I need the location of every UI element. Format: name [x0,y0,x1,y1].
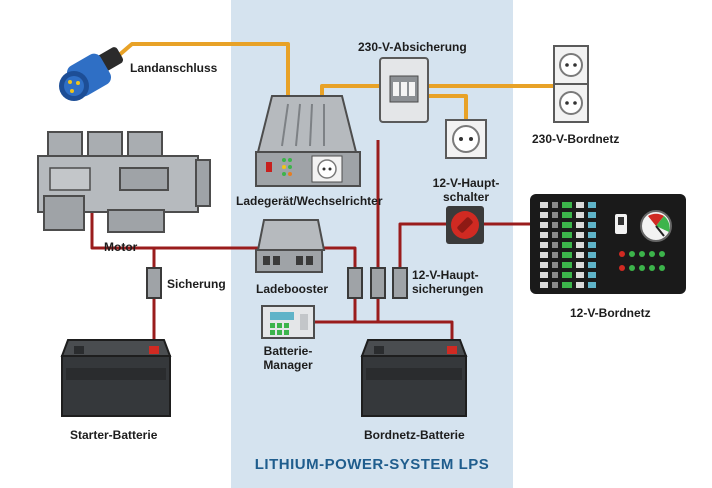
diagram-title: LITHIUM-POWER-SYSTEM LPS [254,456,490,473]
panel-switch-segment [576,242,584,248]
socket-230v-icon [445,119,487,159]
label-ladegeraet: Ladegerät/Wechselrichter [236,194,383,208]
panel-switch-segment [552,282,558,288]
fuse-box-230v-icon [379,57,429,123]
panel-switch-segment [552,232,558,238]
panel-switch-segment [552,252,558,258]
label-230v-absicherung: 230-V-Absicherung [358,40,467,54]
panel-switch-segment [540,222,548,228]
fuse-icon [146,267,162,299]
panel-switch-segment [576,232,584,238]
wires-230v [116,42,556,120]
label-sicherung: Sicherung [167,277,226,291]
panel-switch-segment [588,202,596,208]
panel-switch-segment [540,272,548,278]
panel-switch-segment [588,252,596,258]
label-12v-bordnetz: 12-V-Bordnetz [570,306,651,320]
panel-switch-segment [552,212,558,218]
label-hauptsicherungen-line2: sicherungen [412,282,484,296]
panel-switch-segment [588,232,596,238]
panel-switch-segment [540,202,548,208]
label-motor: Motor [104,240,138,254]
switch-panel-12v-icon [530,194,686,294]
panel-switch-segment [552,202,558,208]
panel-switch-segment [576,262,584,268]
panel-switch-segment [552,222,558,228]
panel-switch-segment [576,222,584,228]
label-bordnetz-batterie: Bordnetz-Batterie [364,428,465,442]
panel-switch-segment [588,282,596,288]
starter-battery-icon [60,339,172,417]
panel-switch-segment [562,202,572,208]
panel-switch-segment [562,212,572,218]
label-landanschluss: Landanschluss [130,61,218,75]
label-hauptschalter-line1: 12-V-Haupt- [432,176,500,190]
panel-switch-segment [552,262,558,268]
shore-power-plug-icon [59,47,124,101]
label-230v-bordnetz: 230-V-Bordnetz [532,132,620,146]
panel-switch-segment [540,252,548,258]
charger-inverter-icon [255,95,361,187]
panel-switch-segment [562,242,572,248]
panel-switch-segment [562,282,572,288]
panel-switch-segment [540,212,548,218]
panel-switch-segment [588,262,596,268]
wires-12v [90,140,532,354]
main-fuses-12v-icon [347,267,408,299]
label-ladebooster: Ladebooster [256,282,329,296]
panel-switch-segment [588,242,596,248]
panel-switch-segment [576,252,584,258]
panel-switch-segment [576,282,584,288]
panel-switch-segment [562,232,572,238]
label-starter-batterie: Starter-Batterie [70,428,158,442]
label-batteriemanager-line1: Batterie- [263,344,313,358]
panel-switch-segment [540,282,548,288]
panel-switch-segment [540,232,548,238]
panel-switch-segment [588,212,596,218]
panel-switch-segment [576,272,584,278]
panel-switch-segment [588,272,596,278]
battery-manager-icon [261,305,315,339]
panel-switch-segment [576,212,584,218]
panel-switch-segment [540,262,548,268]
house-battery-icon [360,339,468,417]
panel-switch-segment [552,242,558,248]
label-hauptschalter-line2: schalter [442,190,490,204]
panel-switch-segment [552,272,558,278]
socket-230v-bordnetz-icon [553,45,589,123]
label-hauptsicherungen-line1: 12-V-Haupt- [412,268,479,282]
charge-booster-icon [255,219,326,273]
panel-switch-segment [562,272,572,278]
engine-icon [37,131,211,233]
main-switch-12v-icon [446,206,484,244]
panel-switch-segment [562,222,572,228]
panel-switch-segment [576,202,584,208]
panel-switch-segment [588,222,596,228]
panel-switch-segment [540,242,548,248]
panel-switch-segment [562,262,572,268]
panel-switch-segment [562,252,572,258]
label-batteriemanager-line2: Manager [263,358,313,372]
